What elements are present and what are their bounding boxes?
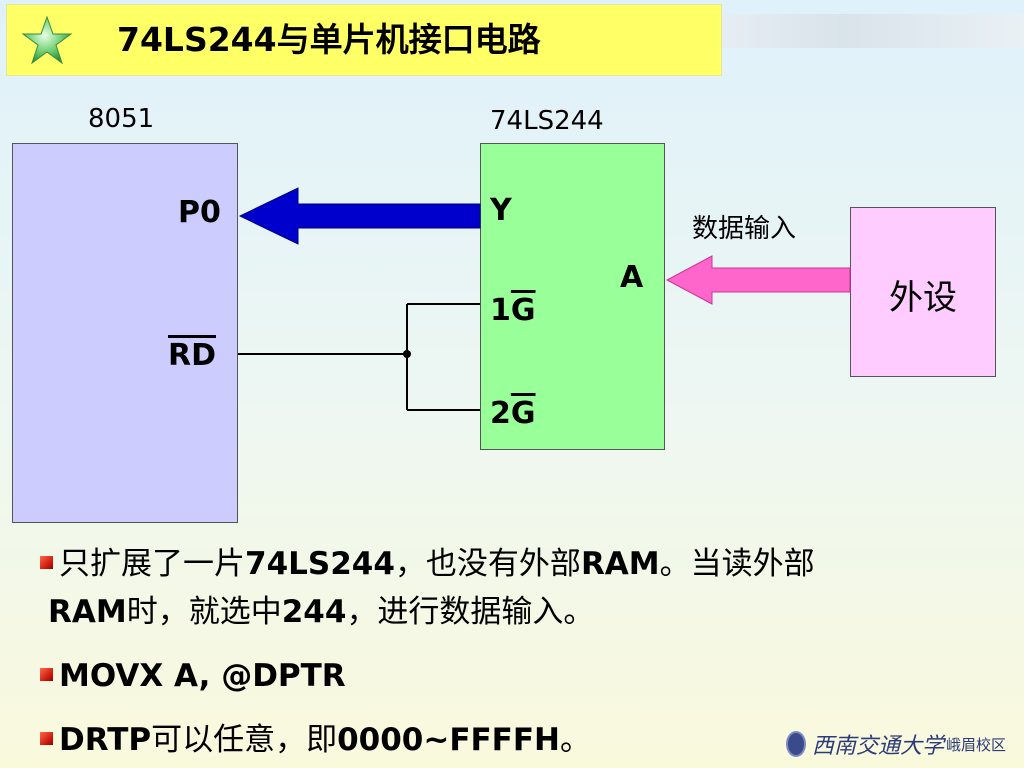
bullet-icon: [40, 668, 53, 681]
bullet-1-line-1: 只扩展了一片74LS244，也没有外部RAM。当读外部: [40, 540, 815, 588]
logo-subtext: 峨眉校区: [945, 735, 1006, 754]
data-bus-arrow: [238, 187, 481, 245]
chip-244-label: 74LS244: [490, 106, 604, 136]
text-bold: DRTP: [59, 722, 152, 758]
chip-74ls244: [480, 143, 665, 450]
bullet-2: MOVX A, @DPTR: [40, 652, 346, 700]
bullet-1-line-2: RAM时，就选中244，进行数据输入。: [48, 588, 594, 636]
pin-1g: 1G: [490, 293, 536, 328]
text: 可以任意，即: [151, 722, 338, 758]
data-input-label: 数据输入: [692, 214, 797, 244]
page-title: 74LS244与单片机接口电路: [117, 20, 541, 59]
chip-8051: [12, 143, 238, 523]
peripheral-label: 外设: [889, 278, 957, 318]
pin-p0: P0: [178, 195, 221, 230]
bullet-icon: [40, 732, 53, 745]
title-bar: 74LS244与单片机接口电路: [6, 4, 722, 76]
pin-y: Y: [490, 193, 512, 228]
bullet-icon: [40, 556, 53, 569]
text-bold: 74LS244: [245, 546, 395, 582]
text: 只扩展了一片: [59, 546, 245, 582]
star-icon: [21, 15, 73, 65]
text: ，进行数据输入。: [346, 594, 595, 630]
university-emblem-icon: [786, 731, 806, 757]
pin-1g-number: 1: [490, 293, 511, 328]
text-bold: RAM: [580, 546, 660, 582]
pin-2g: 2G: [490, 396, 536, 431]
text-bold: 0000~FFFFH: [337, 722, 560, 758]
text-bold: RAM: [48, 594, 127, 630]
chip-8051-label: 8051: [88, 104, 155, 134]
university-logo: 西南交通大学 峨眉校区: [786, 726, 1006, 762]
header-stripe: [720, 14, 1024, 48]
text: 。: [559, 722, 591, 758]
text: ，也没有外部: [394, 546, 581, 582]
text-bold: 244: [281, 594, 347, 630]
data-input-arrow: [665, 255, 851, 305]
pin-2g-number: 2: [490, 396, 511, 431]
pin-1g-name: G: [510, 293, 536, 328]
text: 时，就选中: [126, 594, 282, 630]
pin-2g-name: G: [510, 396, 536, 431]
pin-a: A: [620, 260, 644, 295]
logo-text: 西南交通大学: [811, 734, 944, 759]
code-text: MOVX A, @DPTR: [59, 658, 346, 694]
pin-rd: RD: [168, 338, 217, 373]
bullet-3: DRTP可以任意，即0000~FFFFH。: [40, 716, 591, 764]
text: 。当读外部: [659, 546, 815, 582]
